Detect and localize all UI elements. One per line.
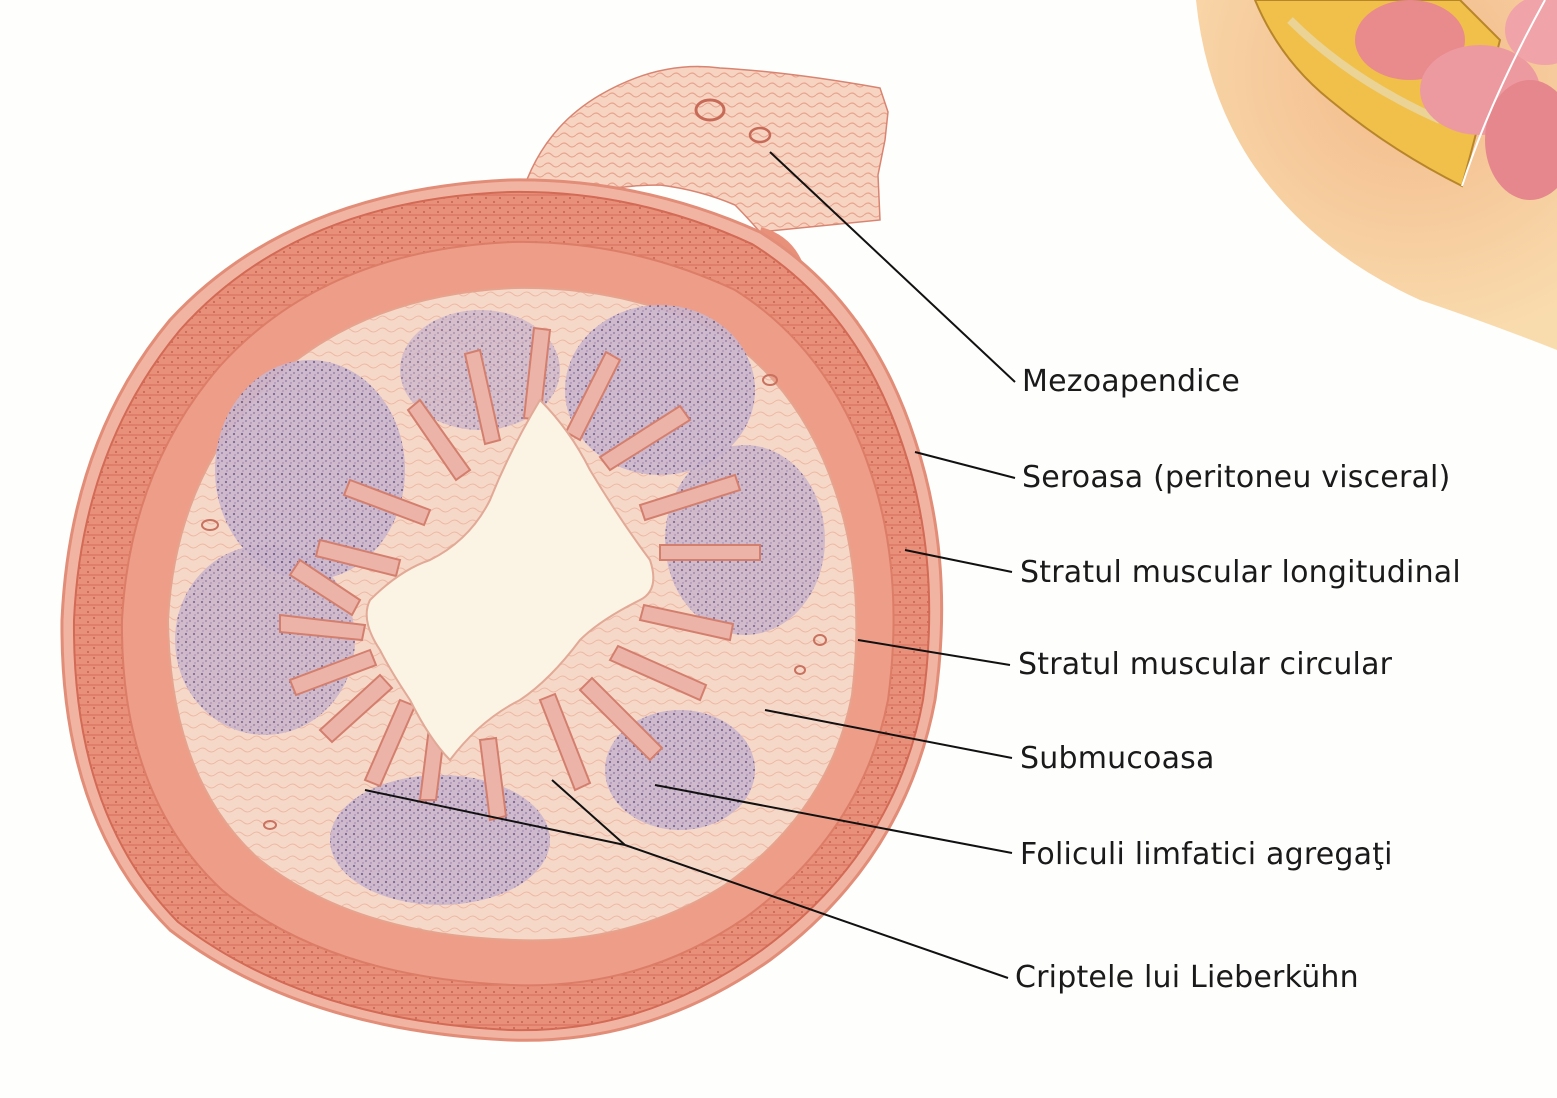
label-seroasa: Seroasa (peritoneu visceral) (1022, 460, 1451, 495)
submucosa-vessels (201, 374, 827, 830)
leader-line-criptele-1 (364, 789, 626, 846)
mucosa-crypts (279, 326, 761, 822)
lumen (365, 398, 655, 762)
label-criptele-lui-lieberkuhn: Criptele lui Lieberkühn (1015, 960, 1359, 995)
leader-line-criptele-2 (551, 779, 626, 846)
leader-line-criptele-main (624, 844, 1009, 979)
label-stratul-muscular-circular: Stratul muscular circular (1018, 647, 1393, 682)
label-stratul-muscular-longitudinal: Stratul muscular longitudinal (1020, 555, 1461, 590)
leader-line-stratul-longitudinal (904, 549, 1013, 573)
leader-line-mezoapendice (769, 151, 1016, 383)
leader-line-foliculi (654, 784, 1013, 854)
inset-intestine-illustration (1196, 0, 1557, 350)
label-submucoasa: Submucoasa (1020, 741, 1215, 776)
leader-lines (364, 151, 1016, 979)
leader-line-stratul-circular (857, 639, 1011, 666)
leader-line-seroasa (914, 451, 1016, 479)
leader-line-submucoasa (764, 709, 1013, 759)
label-mezoapendice: Mezoapendice (1022, 364, 1241, 399)
label-foliculi-limfatici: Foliculi limfatici agregaţi (1020, 837, 1393, 872)
